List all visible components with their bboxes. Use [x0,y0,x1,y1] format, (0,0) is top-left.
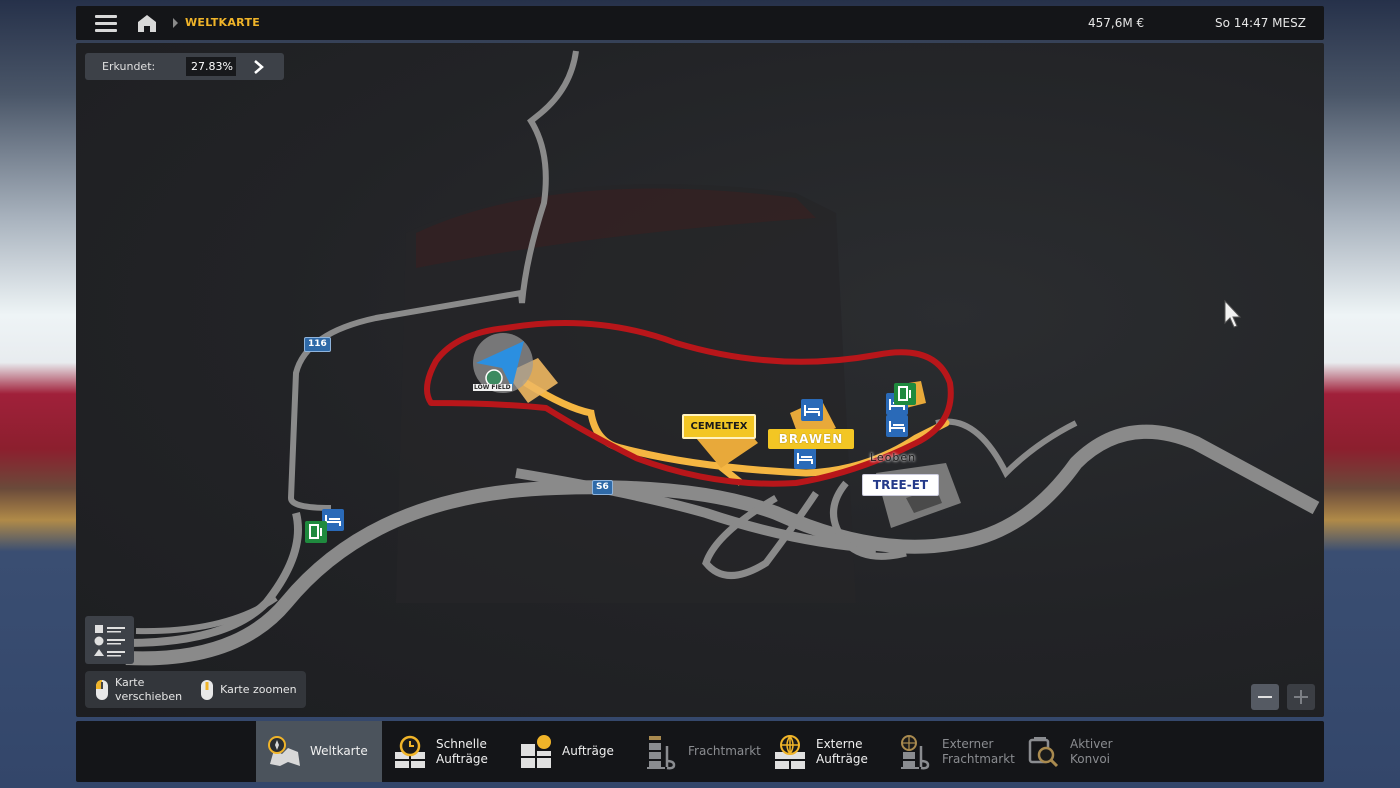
game-clock: So 14:47 MESZ [1215,16,1306,30]
company-cemeltex[interactable]: CEMELTEX [682,414,756,439]
chevron-right-icon[interactable] [252,59,266,75]
mouse-cursor-icon [1224,299,1242,328]
fuel-station-icon[interactable] [305,521,327,543]
road-shield-116: 116 [304,337,331,352]
tab-label-line1: Schnelle [436,736,487,751]
hint-zoom-map: Karte zoomen [182,679,297,701]
freight-market-icon [647,735,676,769]
explored-label: Erkundet: [102,60,156,73]
hotel-icon[interactable] [886,415,908,437]
mouse-left-click-icon [96,679,108,700]
external-jobs-icon [775,734,805,769]
tab-externer-frachtmarkt[interactable]: Externer Frachtmarkt [898,721,1028,782]
hint-move-line1: Karte [115,675,145,689]
company-tree-et[interactable]: TREE-ET [862,474,939,496]
hotel-icon[interactable] [794,447,816,469]
tab-label-line1: Externe [816,736,863,751]
tab-label-line2: Aufträge [816,751,868,766]
world-map[interactable]: Erkundet: 27.83% 116 S6 CEMELTEX BRAWEN … [76,43,1324,717]
tab-label-line1: Aktiver [1070,736,1113,751]
active-convoy-icon [1028,736,1059,767]
top-bar: WELTKARTE 457,6M € So 14:47 MESZ [76,6,1324,40]
tab-externe-auftraege[interactable]: Externe Aufträge [772,721,882,782]
explored-value: 27.83% [186,57,236,76]
tab-weltkarte[interactable]: Weltkarte [256,721,382,782]
legend-icon [94,625,125,657]
hint-move-map: Karte verschieben [85,676,182,704]
tab-label: Weltkarte [310,744,368,758]
map-roads [125,50,1320,666]
money-balance: 457,6M € [1088,16,1145,30]
tab-label-line1: Externer [942,736,994,751]
hint-zoom-label: Karte zoomen [220,682,297,696]
breadcrumb-current: WELTKARTE [185,16,261,29]
world-map-icon [268,735,300,766]
map-controls-hint: Karte verschieben Karte zoomen [85,671,306,708]
tab-frachtmarkt[interactable]: Frachtmarkt [644,721,764,782]
tab-label: Aufträge [562,744,614,758]
tab-aktiver-konvoi[interactable]: Aktiver Konvoi [1026,721,1136,782]
home-icon[interactable] [137,14,157,33]
fuel-station-icon[interactable] [894,383,916,405]
jobs-icon [521,734,551,768]
tab-schnelle-auftraege[interactable]: Schnelle Aufträge [392,721,512,782]
breadcrumb-arrow-icon [173,18,178,28]
menu-icon[interactable] [95,15,117,32]
tab-label-line2: Konvoi [1070,751,1110,766]
bottom-navigation: Weltkarte Schnelle Aufträge Aufträge Fra… [76,721,1324,782]
hint-move-line2: verschieben [115,689,183,703]
map-legend-button[interactable] [85,616,134,664]
quick-jobs-icon [395,735,425,768]
company-brawen[interactable]: BRAWEN [768,429,854,449]
minus-icon [1258,696,1272,698]
external-freight-market-icon [901,734,930,769]
tab-label: Frachtmarkt [688,744,761,758]
zoom-out-button[interactable] [1251,684,1279,710]
road-shield-s6: S6 [592,480,613,495]
mouse-scroll-icon [201,679,214,700]
tab-label-line2: Frachtmarkt [942,751,1015,766]
explored-panel: Erkundet: 27.83% [85,53,284,80]
city-label-leoben: Leoben [870,451,917,464]
tab-auftraege[interactable]: Aufträge [518,721,618,782]
company-lowfield[interactable]: LOW FIELD [473,384,512,391]
zoom-in-button[interactable] [1287,684,1315,710]
hotel-icon[interactable] [801,399,823,421]
tab-label-line2: Aufträge [436,751,488,766]
